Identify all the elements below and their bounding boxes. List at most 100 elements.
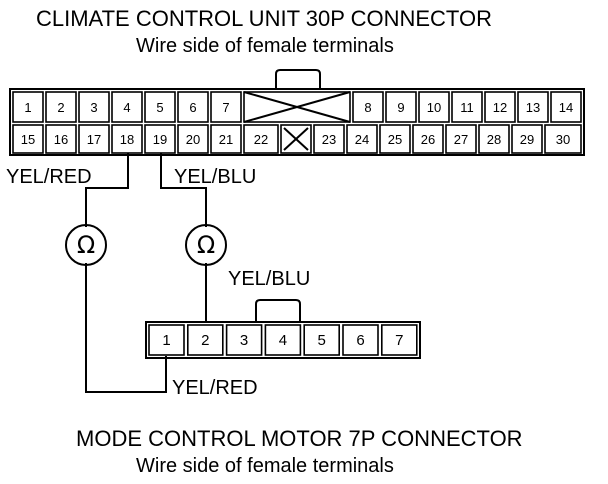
pin-cell: 4 xyxy=(111,91,143,123)
pin-number: 4 xyxy=(123,100,130,115)
pin-number: 23 xyxy=(322,132,336,147)
pin-box xyxy=(478,124,510,154)
pin-cell: 23 xyxy=(313,124,345,154)
ohmmeter-left: Ω xyxy=(65,224,107,266)
pin-cell: 12 xyxy=(484,91,516,123)
pin-cell: 28 xyxy=(478,124,510,154)
pin-box xyxy=(12,124,44,154)
pin-cell: 5 xyxy=(303,324,341,356)
pin-number: 1 xyxy=(24,100,31,115)
ohmmeter-right: Ω xyxy=(185,224,227,266)
pin-box xyxy=(187,324,224,356)
pin-box xyxy=(385,91,417,123)
pin-box xyxy=(484,91,516,123)
top-connector-latch xyxy=(275,69,321,89)
pin-number: 13 xyxy=(526,100,540,115)
pin-cell: 8 xyxy=(352,91,384,123)
pin-number: 2 xyxy=(57,100,64,115)
pin-cell: 15 xyxy=(12,124,44,154)
pin-number: 3 xyxy=(90,100,97,115)
pin-number: 1 xyxy=(162,332,170,349)
pin-number: 7 xyxy=(222,100,229,115)
pin-cell: 1 xyxy=(12,91,44,123)
pin-box xyxy=(111,91,143,123)
pin-number: 2 xyxy=(201,332,209,349)
pin-cell: 10 xyxy=(418,91,450,123)
pin-box xyxy=(352,91,384,123)
top-connector-body xyxy=(9,88,585,156)
top-connector-title: CLIMATE CONTROL UNIT 30P CONNECTOR xyxy=(36,6,492,31)
pin-cell: 9 xyxy=(385,91,417,123)
pin-cell: 5 xyxy=(144,91,176,123)
pin-number: 30 xyxy=(556,132,570,147)
pin-number: 8 xyxy=(364,100,371,115)
pin-cell: 25 xyxy=(379,124,411,154)
pin-number: 7 xyxy=(395,332,403,349)
pin-number: 19 xyxy=(153,132,167,147)
pin-cell: 19 xyxy=(144,124,176,154)
pin-number: 11 xyxy=(460,100,474,115)
pin-box xyxy=(144,91,176,123)
pin-cell: 11 xyxy=(451,91,483,123)
pin-number: 14 xyxy=(559,100,573,115)
pin-number: 6 xyxy=(189,100,196,115)
pin-box xyxy=(210,91,242,123)
ohm-icon: Ω xyxy=(197,231,215,259)
pin-number: 28 xyxy=(487,132,501,147)
pin-number: 17 xyxy=(87,132,101,147)
pin-box xyxy=(313,124,345,154)
pin-number: 27 xyxy=(454,132,468,147)
pin-cell: 7 xyxy=(210,91,242,123)
wire-yel-blu-right xyxy=(160,153,207,322)
pin-cell: 21 xyxy=(210,124,242,154)
pin-cell: 24 xyxy=(346,124,378,154)
wire-label-yel-red-top: YEL/RED xyxy=(6,166,92,188)
pin-box xyxy=(451,91,483,123)
pin-number: 5 xyxy=(318,332,326,349)
pin-cell: 13 xyxy=(517,91,549,123)
pin-number: 21 xyxy=(219,132,233,147)
pin-number: 18 xyxy=(120,132,134,147)
bottom-connector-subtitle: Wire side of female terminals xyxy=(136,455,394,477)
pin-box xyxy=(45,91,77,123)
pin-cell: 3 xyxy=(78,91,110,123)
pin-box xyxy=(243,124,279,154)
pin-number: 20 xyxy=(186,132,200,147)
pin-number: 6 xyxy=(356,332,364,349)
bottom-connector-title: MODE CONTROL MOTOR 7P CONNECTOR xyxy=(76,426,523,451)
pin-box xyxy=(148,324,185,356)
pin-box xyxy=(78,124,110,154)
pin-number: 16 xyxy=(54,132,68,147)
pin-number: 29 xyxy=(520,132,534,147)
bottom-connector-body xyxy=(145,321,421,359)
top-connector-blank-area xyxy=(243,91,351,123)
pin-cell: 6 xyxy=(177,91,209,123)
top-connector-row2: 15 16 17 18 19 20 21 22 23 24 25 26 27 28 29 30 xyxy=(12,124,582,154)
pin-box xyxy=(45,124,77,154)
pin-number: 15 xyxy=(21,132,35,147)
pin-box xyxy=(380,324,418,356)
pin-box xyxy=(303,324,341,356)
pin-cell: 26 xyxy=(412,124,444,154)
pin-box xyxy=(264,324,302,356)
pin-cell: 3 xyxy=(225,324,263,356)
pin-box xyxy=(544,124,582,154)
wire-label-yel-red-bottom: YEL/RED xyxy=(172,377,258,399)
pin-number: 25 xyxy=(388,132,402,147)
pin-cell: 4 xyxy=(264,324,302,356)
pin-cell: 16 xyxy=(45,124,77,154)
pin-number: 10 xyxy=(427,100,441,115)
pin-number: 22 xyxy=(254,132,268,147)
wire-label-yel-blu-bottom: YEL/BLU xyxy=(228,268,310,290)
pin-cell: 30 xyxy=(544,124,582,154)
wire-yel-red-left xyxy=(85,153,167,393)
pin-box xyxy=(418,91,450,123)
top-connector-blank-pin xyxy=(280,124,312,154)
pin-number: 9 xyxy=(397,100,404,115)
pin-box xyxy=(550,91,582,123)
